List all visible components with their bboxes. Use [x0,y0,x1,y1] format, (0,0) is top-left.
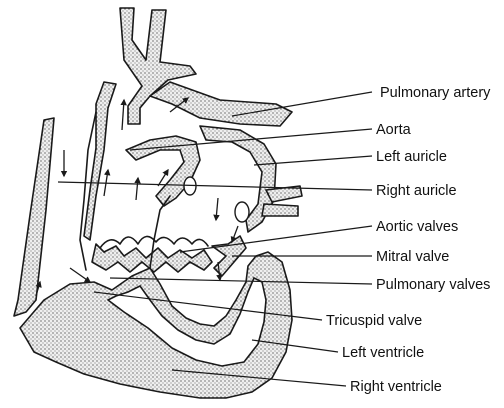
flow-arrow-la [213,197,220,222]
leader-pulmonary-artery [231,91,373,117]
label-right-auricle: Right auricle [376,183,457,199]
label-aorta: Aorta [376,122,412,138]
leader-pulmonary-valves [109,277,373,285]
leader-right-auricle [57,181,373,191]
leader-right-ventricle [171,369,347,387]
flow-arrow-tricuspid [69,267,92,283]
label-pulmonary-valves: Pulmonary valves [376,277,490,293]
ventricle-wall [19,251,293,399]
inner-septum-outline [149,195,171,269]
label-right-ventricle: Right ventricle [350,379,442,395]
flow-arrow-pulmonary [120,98,127,131]
label-tricuspid-valve: Tricuspid valve [326,313,422,329]
flow-arrow-aorta [169,97,190,113]
flow-arrow-inferior [35,280,42,297]
leader-left-ventricle [251,339,339,353]
vena-cava-wall [13,117,55,317]
aorta-wall [149,81,293,127]
left-auricle-wall [199,125,277,233]
flow-arrow-lv-down [230,225,239,244]
interatrial-septum-wall [125,135,201,207]
flow-arrow-rv [134,176,141,201]
flow-arrow-mitral-down [216,261,223,282]
label-aortic-valves: Aortic valves [376,219,458,235]
leader-aortic-valves [179,225,373,253]
leader-aorta [129,128,373,151]
vessel-opening-2 [234,201,250,223]
right-auricle-outline [79,111,97,271]
label-left-ventricle: Left ventricle [342,345,424,361]
aortic-arch-wall [119,7,197,125]
valve-cusps-outline [99,235,209,249]
label-pulmonary-artery: Pulmonary artery [380,85,491,101]
leader-left-auricle [253,155,373,166]
leader-tricuspid-valve [93,291,323,321]
flow-arrow-lv-up [157,168,169,187]
pulmonary-veins-wall [261,185,303,217]
label-mitral-valve: Mitral valve [376,249,449,265]
label-left-auricle: Left auricle [376,149,447,165]
pulmonary-trunk-wall [83,81,117,241]
